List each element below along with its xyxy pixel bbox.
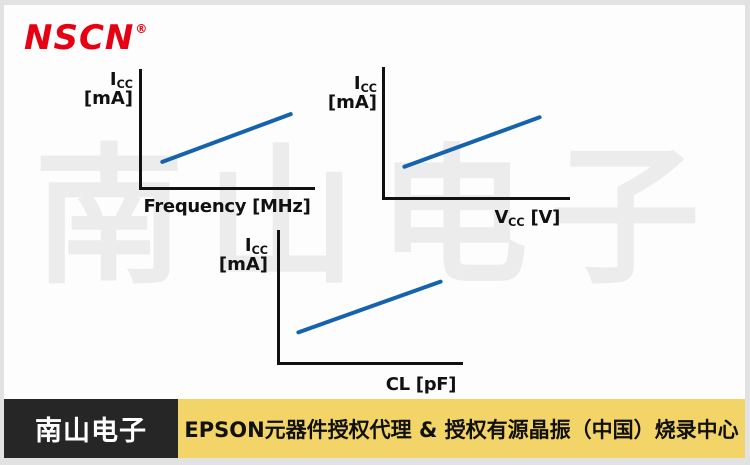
footer-tagline-banner: EPSON元器件授权代理 & 授权有源晶振（中国）烧录中心 xyxy=(178,399,745,458)
chart2-plot-area xyxy=(382,67,570,200)
chart1-y-axis-label: ICC [mA] xyxy=(83,69,133,110)
watermark-text: 南山电子 xyxy=(34,131,723,305)
chart1-x-axis-label: Frequency [MHz] xyxy=(143,196,311,217)
footer-bar: 南山电子 EPSON元器件授权代理 & 授权有源晶振（中国）烧录中心 xyxy=(4,399,745,458)
footer-brand-badge: 南山电子 xyxy=(4,399,178,458)
chart3-plot-area xyxy=(277,230,463,365)
document-page: 南山电子 NSCN® ICC [mA] Frequency [MHz] ICC … xyxy=(4,5,745,458)
chart2-x-axis-label: VCC [V] xyxy=(494,207,561,229)
nscn-logo: NSCN® xyxy=(24,21,147,55)
chart1-plot-area xyxy=(139,69,315,190)
nscn-logo-text: NSCN xyxy=(24,18,135,58)
chart2-y-axis-label: ICC [mA] xyxy=(327,73,377,114)
chart3-y-axis-label: ICC [mA] xyxy=(218,235,268,276)
chart3-x-axis-label: CL [pF] xyxy=(385,374,457,395)
registered-trademark-icon: ® xyxy=(135,22,149,36)
